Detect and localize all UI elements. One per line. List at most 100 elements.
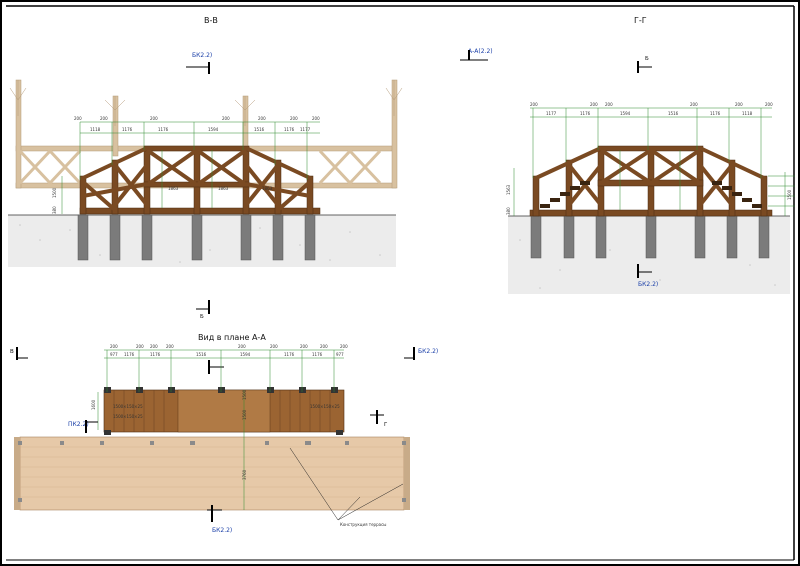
dimension-label: 1863 <box>218 186 229 191</box>
plan-title: Вид в плане А-А <box>198 333 266 342</box>
section-mark-top: БК2.2) <box>186 52 212 74</box>
dimension-label: 200 <box>238 344 246 349</box>
dimension-label: БК2.2) <box>638 281 658 288</box>
stairs-g <box>540 181 762 208</box>
dimension-label: 380 <box>506 207 511 215</box>
dimension-label: 200 <box>300 344 308 349</box>
dimension-label: 1176 <box>124 352 135 357</box>
dimension-label: 200 <box>735 102 743 107</box>
dimension-label: В <box>10 349 14 355</box>
dimension-label: Г <box>384 422 388 428</box>
dimension-label: БК2.2) <box>212 527 232 534</box>
terrace-callout: Конструкция террасы <box>340 522 386 527</box>
plan-mark-bottom: БК2.2) <box>207 505 232 534</box>
view-b-title: В-В <box>204 16 218 25</box>
dimension-label: 200 <box>100 116 108 121</box>
dimension-label: 3760 <box>242 469 247 480</box>
dimension-label: 200 <box>530 102 538 107</box>
view-g-mark-top: Б <box>637 56 652 73</box>
section-view-b: В-В БК2.2) <box>8 16 403 320</box>
callout-leaders <box>289 447 404 521</box>
dimension-label: 200 <box>590 102 598 107</box>
dimension-label: 200 <box>340 344 348 349</box>
dimension-label: 1500×150×25 <box>113 414 143 419</box>
dimension-label: 1176 <box>150 352 161 357</box>
dimension-label: 1500×150×25 <box>310 404 340 409</box>
plan-dim-labels: 977 1176 1176 1516 1594 1176 1176 977 20… <box>91 344 348 480</box>
view-g-title: Г-Г <box>634 16 647 25</box>
dimension-label: 200 <box>270 344 278 349</box>
view-g-mark-bottom: БК2.2) <box>637 264 658 288</box>
dimension-label: 200 <box>74 116 82 121</box>
bridge-posts-plan <box>104 387 343 435</box>
dimension-label: 1594 <box>240 352 251 357</box>
dimension-label: 200 <box>320 344 328 349</box>
dimension-label: 1500 <box>787 189 792 200</box>
dimension-label: 1118 <box>90 127 101 132</box>
view-b-cut-label-bottom: Б <box>200 314 204 320</box>
dimension-label: 1176 <box>580 111 591 116</box>
section-mark-bottom: Б <box>196 300 210 320</box>
dimension-label: 1600 <box>91 399 96 410</box>
plan-mark-right: БК2.2) <box>404 347 438 360</box>
dimension-label: 1176 <box>122 127 133 132</box>
dimension-label: 1863 <box>168 186 179 191</box>
piles-g <box>530 215 770 259</box>
dimension-label: 200 <box>765 102 773 107</box>
dimension-label: 1500 <box>242 409 247 420</box>
bridge-trusses <box>81 146 312 212</box>
deck-posts <box>18 441 406 502</box>
dimension-label: БК2.2) <box>418 348 438 355</box>
dimension-label: 1500 <box>52 187 57 198</box>
corner-section-mark: А-А(2.2) <box>460 48 493 61</box>
dimension-label: 1176 <box>710 111 721 116</box>
dimension-label: 200 <box>110 344 118 349</box>
dimension-label: 1177 <box>300 127 311 132</box>
plan-mark-left: В <box>10 347 28 360</box>
dimension-label: 1863 <box>262 186 273 191</box>
terrace-deck <box>19 436 405 511</box>
dimension-label: А-А(2.2) <box>468 48 493 55</box>
dimension-label: 200 <box>312 116 320 121</box>
plan-mark-mid-left: ПК2.2) <box>68 420 98 433</box>
dimension-label: ПК2.2) <box>68 421 89 428</box>
bridge-deck-boards <box>113 390 331 432</box>
dimension-label: 200 <box>150 116 158 121</box>
view-g-dim-labels: 1177 1176 1594 1516 1176 1118 200 200 20… <box>506 102 792 215</box>
section-view-g: Г-Г А-А(2.2) Б <box>460 16 795 294</box>
dimension-label: 1594 <box>208 127 219 132</box>
dimension-label: 200 <box>222 116 230 121</box>
dimension-label: 1176 <box>312 352 323 357</box>
view-b-dim-labels: 1118 1176 1176 1594 1516 1176 1177 200 2… <box>52 116 320 214</box>
dimension-label: 977 <box>336 352 344 357</box>
dimension-label: 1118 <box>742 111 753 116</box>
dimension-label: 1563 <box>506 184 511 195</box>
dimension-label: 1516 <box>254 127 265 132</box>
dimension-label: 1176 <box>284 352 295 357</box>
dimension-label: 1594 <box>620 111 631 116</box>
dimension-label: 1177 <box>546 111 557 116</box>
dimension-label: 200 <box>136 344 144 349</box>
dimension-label: 1516 <box>668 111 679 116</box>
dimension-label: 1516 <box>196 352 207 357</box>
dimension-label: 200 <box>258 116 266 121</box>
dimension-lines <box>61 121 320 214</box>
dimension-label: 200 <box>150 344 158 349</box>
deck-boards <box>20 446 404 498</box>
dimension-label: 1500×150×25 <box>113 404 143 409</box>
dimension-label: 380 <box>52 206 57 214</box>
dimension-label: 977 <box>110 352 118 357</box>
dimension-label: 1176 <box>284 127 295 132</box>
dimension-label: 1176 <box>158 127 169 132</box>
dimension-label: 200 <box>605 102 613 107</box>
plan-dimension-lines <box>97 349 344 510</box>
dimension-lines-g <box>513 107 795 216</box>
background-x-bracing <box>16 116 396 185</box>
piles <box>77 214 316 261</box>
view-b-cut-label-top: БК2.2) <box>192 52 212 59</box>
plan-mark-center <box>208 360 224 374</box>
dimension-label: 200 <box>290 116 298 121</box>
dimension-label: 200 <box>690 102 698 107</box>
plan-mark-mid-right: Г <box>370 410 388 428</box>
